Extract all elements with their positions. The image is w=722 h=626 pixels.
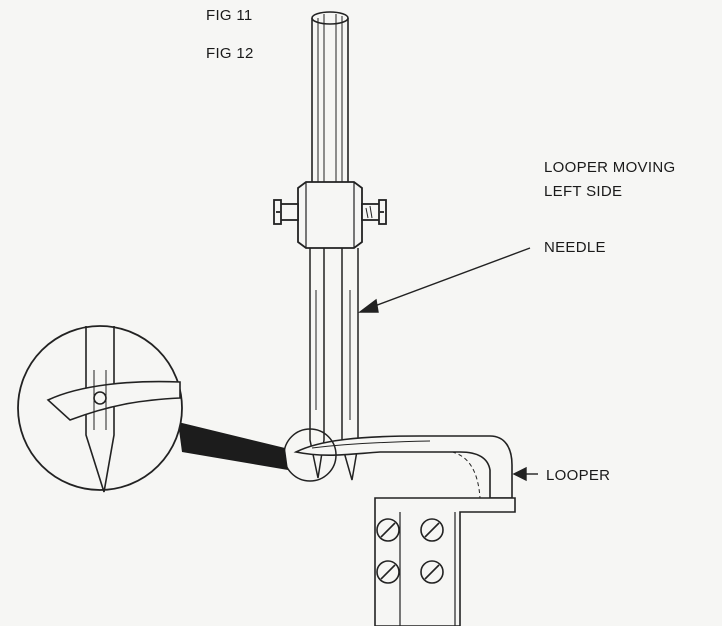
needle-label: NEEDLE <box>544 239 606 256</box>
needle-clamp <box>273 181 387 249</box>
looper-moving-label-line1: LOOPER MOVING <box>544 159 676 176</box>
looper-label: LOOPER <box>546 467 611 484</box>
needle-arrow <box>357 247 531 313</box>
needle-bar <box>311 11 349 188</box>
magnified-detail <box>17 325 183 493</box>
detail-connector-wedge <box>178 422 288 470</box>
looper <box>293 435 513 499</box>
looper-holder <box>374 497 516 626</box>
looper-moving-label-line2: LEFT SIDE <box>544 183 623 200</box>
fig-label-12: FIG 12 <box>206 45 254 62</box>
fig-label-11: FIG 11 <box>206 7 253 24</box>
looper-arrow <box>512 466 538 482</box>
needles <box>309 248 359 481</box>
